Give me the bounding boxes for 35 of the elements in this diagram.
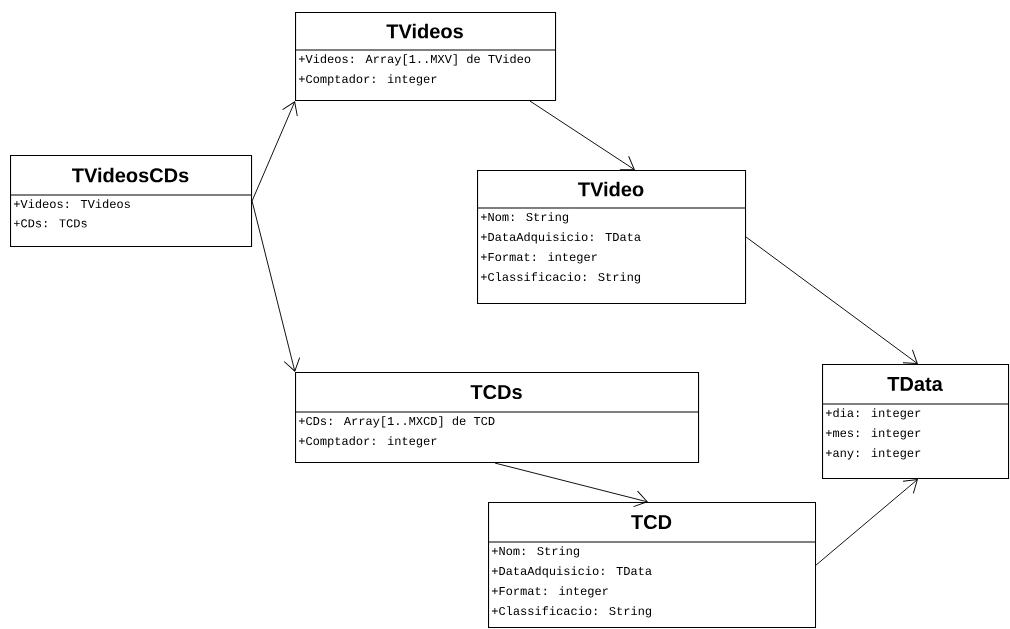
attribute-text: +CDs: Array[1..MXCD] de TCD xyxy=(298,416,495,428)
attribute-text: +any: integer xyxy=(825,448,921,460)
arrow xyxy=(494,462,648,508)
class-name: TVideos xyxy=(386,23,463,39)
class-box xyxy=(487,502,817,629)
class-box xyxy=(476,170,747,305)
arrow xyxy=(815,479,918,566)
attribute-text: +Videos: Array[1..MXV] de TVideo xyxy=(298,54,531,66)
attribute-text: +Format: integer xyxy=(491,586,608,598)
class-name: TVideosCDs xyxy=(72,167,189,183)
attribute-text: +Classificacio: String xyxy=(491,606,652,618)
class-box xyxy=(9,155,253,248)
attribute-text: +DataAdquisicio: TData xyxy=(491,566,652,578)
attribute-text: +Comptador: integer xyxy=(298,436,437,448)
class-box xyxy=(294,12,557,102)
class-name: TCDs xyxy=(470,384,522,400)
attribute-text: +Nom: String xyxy=(491,546,580,558)
class-name: TData xyxy=(887,377,943,391)
arrow xyxy=(529,100,635,171)
class-box xyxy=(294,372,700,464)
attribute-text: +Classificacio: String xyxy=(480,272,641,284)
attribute-text: +Nom: String xyxy=(480,212,569,224)
class-name: TVideo xyxy=(578,181,644,197)
class-name: TCD xyxy=(631,514,672,530)
class-box xyxy=(821,364,1010,480)
arrow xyxy=(251,101,298,202)
attribute-text: +Format: integer xyxy=(480,252,597,264)
attribute-text: +DataAdquisicio: TData xyxy=(480,232,641,244)
attribute-text: +Videos: TVideos xyxy=(13,199,130,209)
arrow xyxy=(745,236,918,364)
attribute-text: +CDs: TCDs xyxy=(13,219,87,228)
attribute-text: +mes: integer xyxy=(825,428,921,440)
attribute-text: +dia: integer xyxy=(825,408,921,420)
attribute-text: +Comptador: integer xyxy=(298,74,437,86)
arrow xyxy=(251,200,301,372)
